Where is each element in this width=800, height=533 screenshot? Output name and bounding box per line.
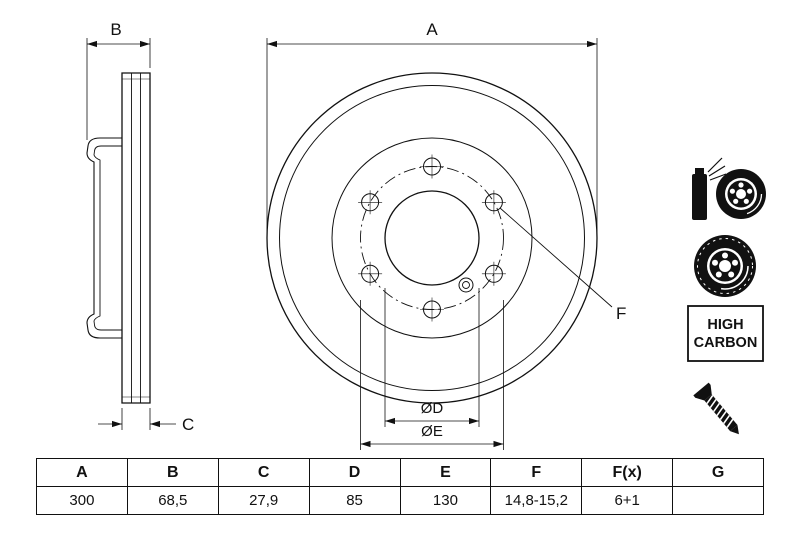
value-a: 300 (36, 486, 128, 515)
brake-disc-icon (694, 235, 756, 297)
dimension-table: A B C D E F F(x) G 300 68,5 27,9 85 130 … (36, 458, 764, 515)
dimension-e (360, 300, 504, 450)
col-header-c: C (217, 458, 310, 487)
hat-edge-circle (331, 137, 533, 339)
dimension-a (266, 38, 598, 232)
center-bore-circle (384, 190, 480, 286)
dim-label-d: ØD (421, 400, 444, 417)
dim-label-a: A (426, 20, 438, 39)
dim-label-f: F (616, 304, 626, 323)
hat-inner-profile (93, 145, 122, 331)
technical-drawing: A B C ØD ØE F (86, 20, 766, 450)
value-fx: 6+1 (581, 486, 674, 515)
dimension-c (98, 408, 176, 430)
value-f: 14,8-15,2 (490, 486, 583, 515)
front-view (266, 72, 598, 404)
coating-spray-icon (692, 157, 766, 220)
bolt-hole (358, 261, 383, 286)
table-value-row: 300 68,5 27,9 85 130 14,8-15,2 6+1 (36, 486, 764, 515)
value-g (672, 486, 764, 515)
bolt-hole (420, 154, 444, 179)
dimension-d (384, 288, 480, 427)
bolt-hole (481, 261, 506, 286)
value-c: 27,9 (217, 486, 310, 515)
locating-pin-hole (458, 277, 474, 293)
bolt-circle-centerline (360, 166, 504, 310)
bolt-holes (358, 154, 506, 322)
col-header-b: B (126, 458, 219, 487)
value-e: 130 (399, 486, 492, 515)
dim-label-b: B (110, 20, 121, 39)
col-header-e: E (399, 458, 492, 487)
col-header-fx: F(x) (581, 458, 674, 487)
dim-label-c: C (182, 415, 194, 434)
dimension-b (86, 38, 151, 140)
hat-outer-profile (86, 137, 122, 339)
col-header-g: G (672, 458, 764, 487)
col-header-a: A (36, 458, 128, 487)
col-header-d: D (308, 458, 401, 487)
outer-diameter-circle (266, 72, 598, 404)
high-carbon-badge: HIGH CARBON (687, 305, 764, 362)
dim-label-e: ØE (421, 423, 443, 440)
dimension-f-leader (499, 207, 613, 308)
bolt-hole (358, 190, 383, 215)
bolt-hole (481, 190, 506, 215)
bolt-hole (420, 297, 444, 322)
high-carbon-line2: CARBON (694, 335, 758, 351)
value-d: 85 (308, 486, 401, 515)
countersunk-screw-icon (693, 382, 739, 435)
col-header-f: F (490, 458, 583, 487)
table-header-row: A B C D E F F(x) G (36, 458, 764, 487)
outer-chamfer-circle (279, 85, 585, 391)
dimensions (86, 38, 613, 450)
side-section-view (86, 72, 151, 404)
high-carbon-line1: HIGH (707, 317, 743, 333)
value-b: 68,5 (126, 486, 219, 515)
friction-ring-outline (121, 72, 151, 404)
